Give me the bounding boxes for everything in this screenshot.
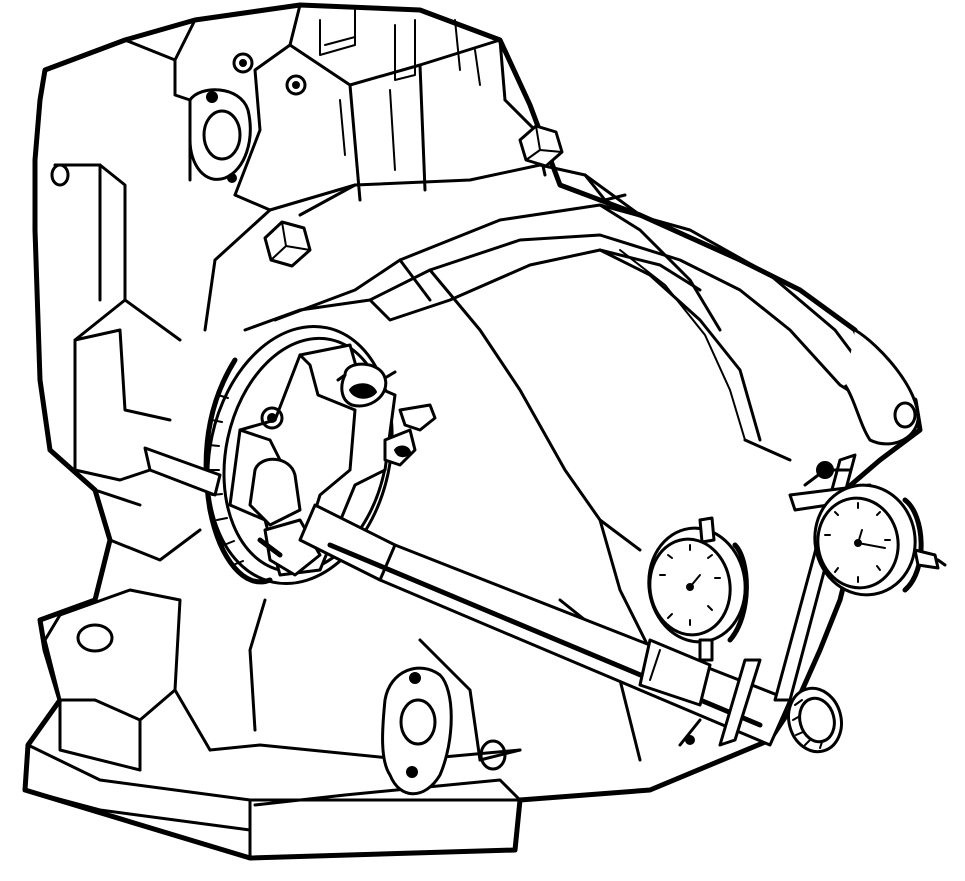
dial-gauge-upper xyxy=(813,483,947,597)
hex-bolt-upper-right xyxy=(518,124,564,168)
mandrel-bar xyxy=(143,446,843,754)
housing-casting xyxy=(22,2,923,861)
mounting-bolts xyxy=(263,124,564,268)
knurled-end-cap xyxy=(787,686,843,754)
hex-bolt-left xyxy=(263,220,312,268)
wing-nut-right xyxy=(383,403,437,467)
wing-nut-top xyxy=(336,362,397,408)
wing-nuts xyxy=(336,362,437,467)
dial-gauge-lower xyxy=(647,516,749,662)
